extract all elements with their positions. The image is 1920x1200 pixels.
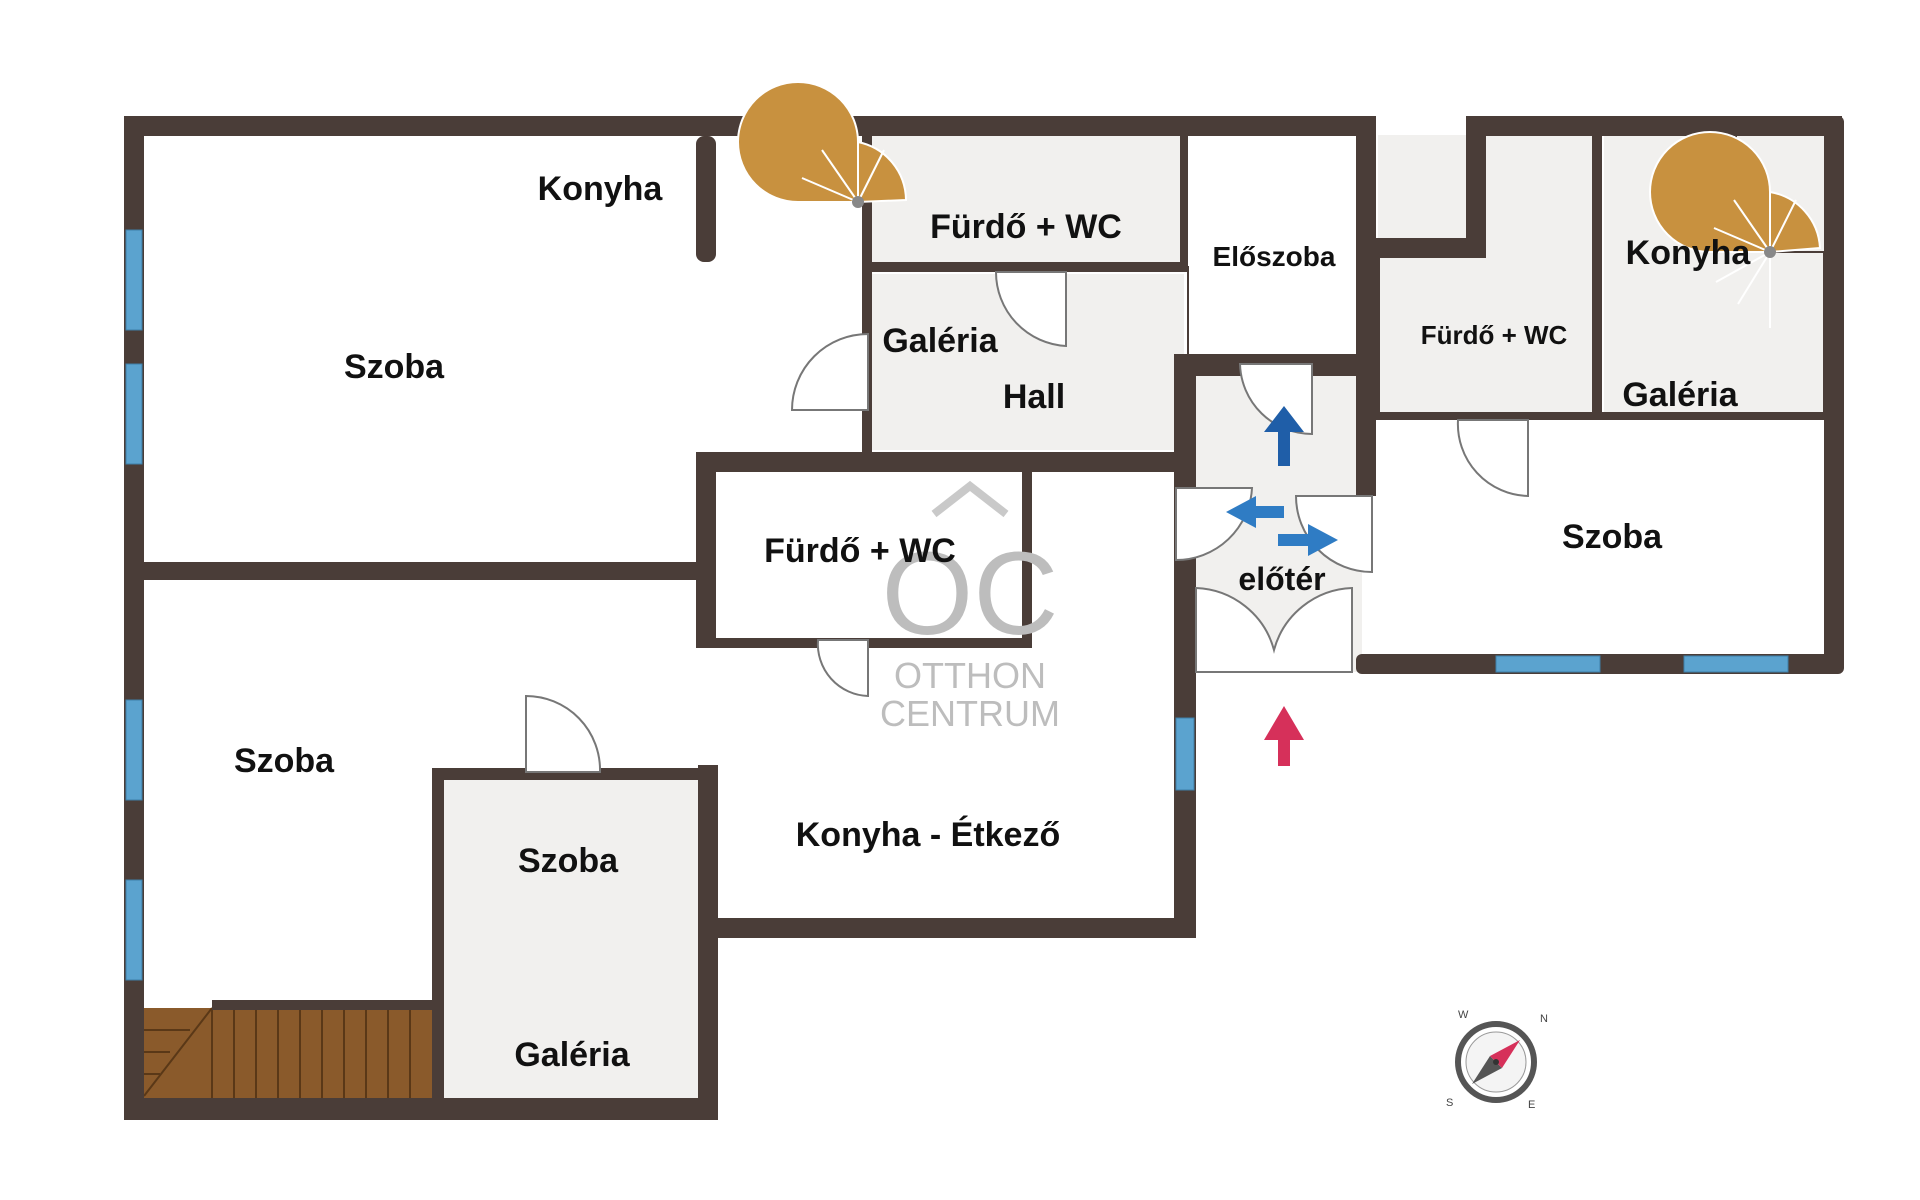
- wall-right-connector: [1356, 238, 1478, 258]
- wall-upper-furdo-bottom: [862, 262, 1188, 272]
- room-labels: Konyha Szoba Fürdő + WC Galéria Hall Elő…: [234, 170, 1751, 1074]
- wall-right-top: [1466, 116, 1842, 136]
- wall-eloszoba-right: [1356, 116, 1376, 496]
- wall-bottom-left: [124, 1098, 718, 1120]
- wall-bath-right: [1022, 472, 1032, 648]
- compass-s: S: [1446, 1097, 1453, 1109]
- door-vestibule-top: [1238, 363, 1313, 436]
- floor-right-furdo: [1378, 135, 1600, 417]
- arrow-up-blue: [1264, 406, 1304, 466]
- label-galeria-a: Galéria: [882, 322, 998, 360]
- window-1: [125, 229, 143, 331]
- label-furdo-b: Fürdő + WC: [1421, 320, 1568, 350]
- window-3: [125, 699, 143, 801]
- window-2: [125, 363, 143, 465]
- wall-galeria-left: [432, 768, 444, 1100]
- label-szoba-c: Szoba: [234, 742, 335, 780]
- windows: [125, 229, 1789, 981]
- wall-bath-top: [696, 452, 1196, 472]
- wall-right-furdo-left: [1376, 256, 1380, 416]
- window-5: [1175, 717, 1195, 791]
- wooden-staircase: [143, 1007, 434, 1098]
- window-4: [125, 879, 143, 981]
- watermark-line1: OTTHON: [894, 655, 1046, 696]
- label-konyha-a: Konyha: [538, 170, 664, 208]
- label-hall: Hall: [1003, 378, 1065, 416]
- label-eloszoba: Előszoba: [1213, 241, 1336, 272]
- wall-galeria-top: [432, 768, 698, 780]
- spiral-staircase-left: [737, 81, 908, 262]
- door-hall-top: [994, 271, 1067, 348]
- label-konyha-b: Konyha: [1626, 234, 1752, 272]
- label-szoba-b: Szoba: [1562, 518, 1663, 556]
- floor-furdo-top: [872, 135, 1184, 267]
- compass-e: E: [1528, 1099, 1535, 1111]
- wall-bottom-mid: [700, 918, 1196, 938]
- compass-icon: N E S W: [1446, 1009, 1548, 1111]
- wall-stair-top: [212, 1000, 438, 1010]
- floor-galeria-bottom: [442, 776, 700, 1098]
- label-konyha-etkezo: Konyha - Étkező: [796, 816, 1060, 854]
- watermark-logo: OC: [882, 528, 1059, 660]
- compass-w: W: [1458, 1009, 1469, 1021]
- spiral-staircase-right: [1649, 131, 1822, 328]
- watermark-roof: [931, 480, 1009, 518]
- doors: [525, 271, 1529, 773]
- entry-arrow: [1264, 706, 1304, 766]
- flow-arrows: [1226, 406, 1338, 766]
- door-vestibule-left: [1175, 487, 1254, 562]
- wall-bath-left: [696, 452, 716, 648]
- door-right-szoba: [1456, 419, 1529, 498]
- label-szoba-a: Szoba: [344, 348, 445, 386]
- wall-galeria-right: [698, 765, 718, 1120]
- label-eloter: előtér: [1238, 561, 1325, 597]
- wall-upper-furdo-right: [1180, 136, 1188, 266]
- door-vestibule-bottom-double: [1195, 586, 1353, 673]
- watermark-line2: CENTRUM: [880, 693, 1060, 734]
- label-galeria-c: Galéria: [514, 1036, 630, 1074]
- door-galeria-bottom: [525, 694, 602, 773]
- wall-konyha-stub: [696, 136, 716, 262]
- label-szoba-d: Szoba: [518, 842, 619, 880]
- arrow-right-blue: [1278, 524, 1338, 556]
- wall-vestibule-left: [1174, 354, 1196, 938]
- arrow-left-blue: [1226, 496, 1284, 528]
- door-bath-center: [816, 639, 869, 698]
- wall-right-outer: [1824, 116, 1844, 672]
- door-galeria: [790, 332, 869, 411]
- compass-n: N: [1540, 1013, 1548, 1025]
- wall-szoba-divider: [144, 562, 706, 580]
- wall-right-notch: [1466, 116, 1486, 258]
- wall-upper-furdo-left: [862, 136, 872, 454]
- label-furdo-c: Fürdő + WC: [764, 532, 956, 570]
- window-6: [1495, 655, 1601, 673]
- window-7: [1683, 655, 1789, 673]
- wall-bath-bottom: [716, 638, 1032, 648]
- label-galeria-b: Galéria: [1622, 376, 1738, 414]
- gallery-floors: [442, 135, 1826, 1098]
- watermark: OC OTTHON CENTRUM: [880, 480, 1060, 734]
- label-furdo-a: Fürdő + WC: [930, 208, 1122, 246]
- wall-right-mid-vertical: [1592, 136, 1602, 418]
